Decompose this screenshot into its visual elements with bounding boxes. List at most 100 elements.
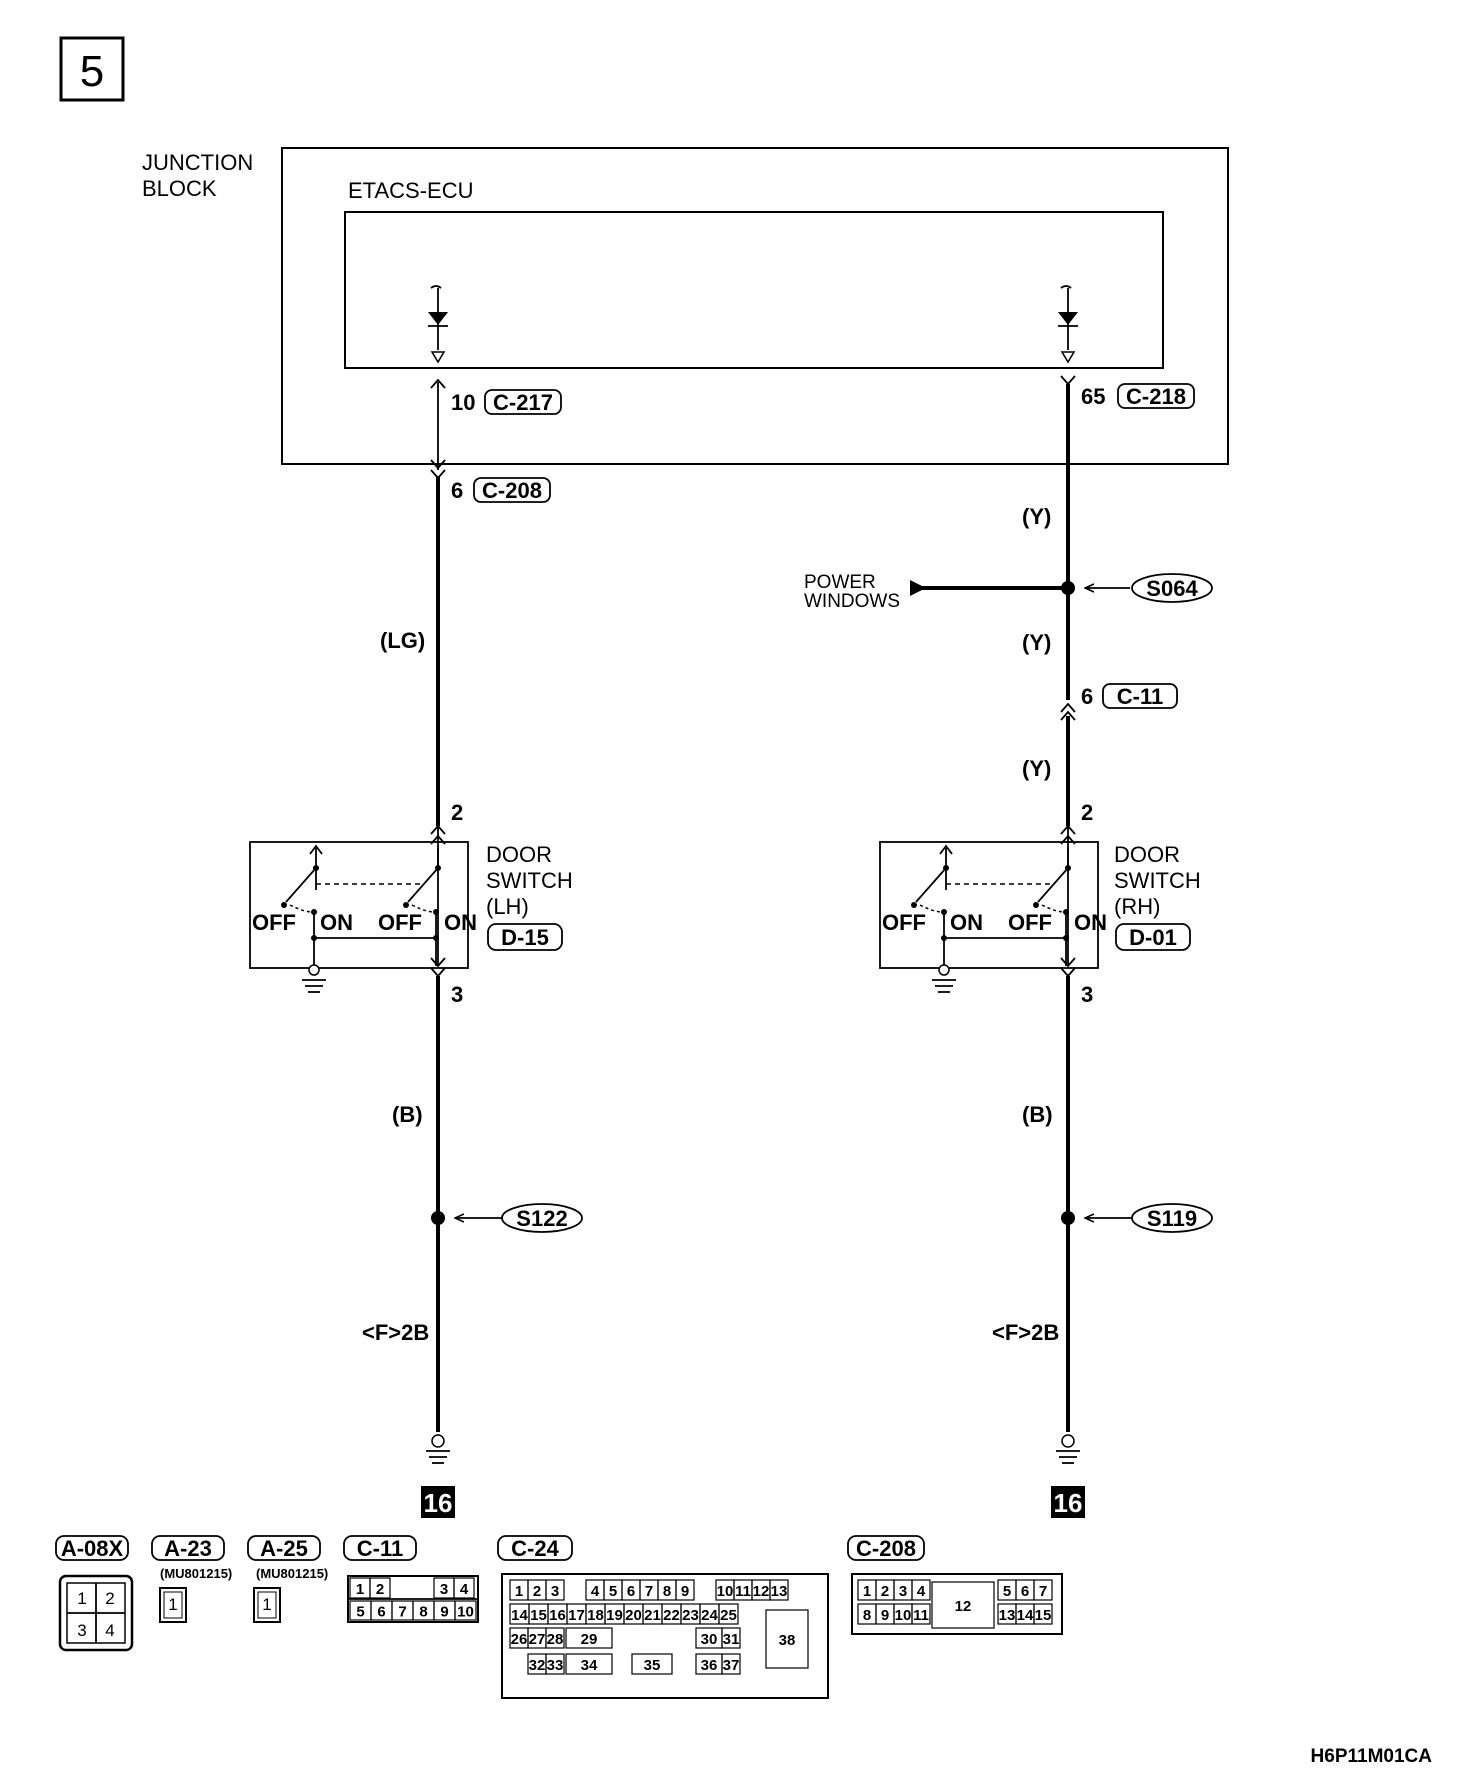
left-jb-pin: 6 [451, 478, 463, 503]
ecu-diode-right [1058, 285, 1078, 364]
svg-text:S119: S119 [1147, 1206, 1197, 1231]
right-ground-symbol [1056, 1434, 1080, 1464]
c24-pin: 22 [663, 1607, 680, 1624]
junction-block-label-2: BLOCK [142, 176, 217, 201]
c11-pin: 5 [356, 1604, 364, 1621]
svg-text:2: 2 [105, 1589, 114, 1608]
c208-pin: 14 [1017, 1607, 1034, 1624]
svg-text:16: 16 [424, 1488, 453, 1518]
right-ecu-pin: 65 [1081, 384, 1105, 409]
c11-pin: 1 [356, 1581, 364, 1598]
c11-pin: 6 [377, 1604, 385, 1621]
c24-pin: 23 [682, 1607, 699, 1624]
c24-pin: 36 [701, 1657, 718, 1674]
svg-text:C-11: C-11 [357, 1536, 403, 1561]
c24-pin: 11 [735, 1583, 751, 1600]
ecu-diode-left [428, 285, 448, 364]
svg-text:3: 3 [77, 1621, 86, 1640]
c24-pin: 19 [606, 1607, 623, 1624]
lh-contact-on-2: ON [444, 910, 477, 935]
c11-pin: 4 [460, 1581, 469, 1598]
c24-pin: 37 [723, 1657, 740, 1674]
right-switch-pin-top: 2 [1081, 800, 1093, 825]
c24-pin: 34 [581, 1657, 598, 1674]
power-windows-label-1: POWER [804, 572, 876, 593]
c11-pin: 7 [398, 1604, 406, 1621]
c24-pin: 6 [627, 1583, 635, 1600]
c208-pin: 4 [917, 1583, 926, 1600]
splice-s064-tag: S064 [1131, 573, 1213, 603]
right-wire [1060, 375, 1076, 1432]
c24-pin: 26 [511, 1631, 528, 1648]
c24-pin: 27 [529, 1631, 546, 1648]
left-switch-pin-top: 2 [451, 800, 463, 825]
splice-dot-s119 [1061, 1211, 1075, 1225]
svg-text:(MU801215): (MU801215) [160, 1566, 232, 1581]
svg-text:D-01: D-01 [1129, 925, 1177, 950]
ecu-label: ETACS-ECU [348, 178, 474, 203]
left-ground-ref: <F>2B [362, 1320, 429, 1345]
c11-pin: 9 [440, 1604, 448, 1621]
right-mid-pin: 6 [1081, 684, 1093, 709]
c24-pin: 14 [511, 1607, 528, 1624]
left-ecu-connector-tag: C-217 [484, 389, 562, 415]
c24-pin: 20 [625, 1607, 642, 1624]
svg-text:A-25: A-25 [260, 1536, 308, 1561]
c24-pin: 7 [645, 1583, 653, 1600]
svg-text:C-208: C-208 [856, 1536, 916, 1561]
left-wire [430, 378, 446, 1432]
c24-pin: 13 [771, 1583, 788, 1600]
c24-pin: 9 [681, 1583, 689, 1600]
right-ground-number-badge: 16 [1051, 1486, 1085, 1518]
c24-pin: 32 [529, 1657, 546, 1674]
c24-pin: 24 [701, 1607, 718, 1624]
c24-pin: 5 [609, 1583, 617, 1600]
lh-contact-off-1: OFF [252, 910, 296, 935]
svg-text:A-23: A-23 [164, 1536, 212, 1561]
c208-pin-center: 12 [955, 1598, 972, 1615]
c11-pin: 2 [376, 1581, 384, 1598]
splice-s122-tag: S122 [501, 1203, 583, 1233]
svg-text:C-218: C-218 [1126, 384, 1186, 409]
page-number-box: 5 [59, 36, 125, 102]
rh-contact-off-1: OFF [882, 910, 926, 935]
svg-text:D-15: D-15 [501, 925, 549, 950]
svg-text:S064: S064 [1146, 576, 1198, 601]
left-wire-color-lower: (B) [392, 1102, 423, 1127]
c208-pin: 2 [881, 1583, 889, 1600]
lh-contact-off-2: OFF [378, 910, 422, 935]
svg-text:(MU801215): (MU801215) [256, 1566, 328, 1581]
c11-pin: 3 [440, 1581, 448, 1598]
c208-pin: 11 [913, 1607, 929, 1624]
left-wire-color-upper: (LG) [380, 628, 425, 653]
lh-contact-on-1: ON [320, 910, 353, 935]
c208-pin: 1 [863, 1583, 871, 1600]
lh-switch-name-3: (LH) [486, 894, 529, 919]
figure-code: H6P11M01CA [1311, 1746, 1433, 1767]
c24-pin: 8 [663, 1583, 671, 1600]
right-wire-color-lower: (B) [1022, 1102, 1053, 1127]
left-jb-connector-tag: C-208 [473, 477, 551, 503]
left-ecu-pin: 10 [451, 390, 475, 415]
right-wire-color-2: (Y) [1022, 630, 1051, 655]
c24-pin: 16 [549, 1607, 566, 1624]
rh-switch-name-1: DOOR [1114, 842, 1180, 867]
right-switch-pin-bottom: 3 [1081, 982, 1093, 1007]
connector-a25: A-25 (MU801215) 1 [247, 1535, 328, 1623]
svg-text:C-24: C-24 [511, 1536, 559, 1561]
power-windows-label-2: WINDOWS [804, 591, 900, 612]
c24-pin: 18 [587, 1607, 604, 1624]
left-switch-pin-bottom: 3 [451, 982, 463, 1007]
c24-pin-big: 38 [779, 1632, 796, 1649]
junction-block-label-1: JUNCTION [142, 150, 253, 175]
lh-switch-name-1: DOOR [486, 842, 552, 867]
c208-pin: 15 [1035, 1607, 1052, 1624]
c24-pin: 31 [723, 1631, 740, 1648]
lh-switch-name-2: SWITCH [486, 868, 573, 893]
svg-text:A-08X: A-08X [61, 1536, 124, 1561]
svg-text:C-11: C-11 [1117, 684, 1163, 709]
svg-text:4: 4 [105, 1621, 114, 1640]
c24-pin: 28 [547, 1631, 564, 1648]
